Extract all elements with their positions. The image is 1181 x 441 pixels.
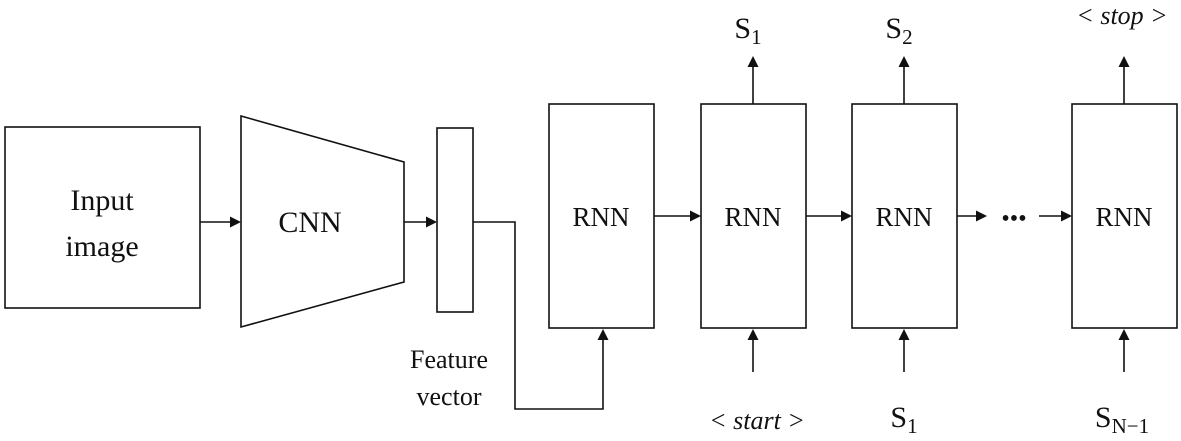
input-image-label-line1: Input: [70, 184, 134, 217]
output-s1-sub: 1: [751, 25, 762, 49]
feature-vector-block: [436, 127, 474, 313]
arrowhead-rnn1-to-rnn2: [690, 210, 701, 222]
arrowhead-input-rnnN: [1118, 329, 1130, 340]
arrowhead-output-rnnN: [1118, 56, 1130, 67]
input-sn1-sub: N−1: [1112, 414, 1150, 438]
input-s1-base: S: [890, 401, 907, 434]
output-s1-base: S: [734, 12, 751, 45]
connector-feature-to-rnn1: [473, 221, 604, 410]
arrowhead-input-rnn3: [898, 329, 910, 340]
arrowhead-cnn-to-feature: [426, 216, 437, 228]
arrowhead-rnn3-to-ellipsis: [976, 210, 987, 222]
cnn-label: CNN: [278, 206, 341, 239]
arrowhead-input-rnn2: [747, 329, 759, 340]
rnn-block-n: [1071, 103, 1178, 329]
input-label-start: < start >: [709, 406, 805, 435]
rnn-block-2: [700, 103, 807, 329]
output-s2-sub: 2: [902, 25, 913, 49]
rnn-label-3: RNN: [875, 202, 932, 232]
input-image-label-line2: image: [65, 230, 138, 263]
arrowhead-rnn2-to-rnn3: [841, 210, 852, 222]
rnn-block-3: [851, 103, 958, 329]
arrowhead-input-to-cnn: [230, 216, 241, 228]
rnn-label-2: RNN: [724, 202, 781, 232]
output-label-s2: S2: [885, 12, 912, 49]
ellipsis: •••: [1001, 206, 1026, 232]
feature-vector-label-line1: Feature: [410, 345, 488, 374]
arrowhead-output-rnn3: [898, 56, 910, 67]
input-label-s1: S1: [890, 401, 917, 438]
input-image-box: [4, 126, 201, 309]
input-label-sn1: SN−1: [1095, 401, 1149, 438]
arrowhead-output-rnn2: [747, 56, 759, 67]
rnn-label-n: RNN: [1095, 202, 1152, 232]
input-sn1-base: S: [1095, 401, 1112, 434]
output-s2-base: S: [885, 12, 902, 45]
input-s1-sub: 1: [907, 414, 918, 438]
feature-vector-label-line2: vector: [417, 382, 482, 411]
rnn-block-1: [548, 103, 655, 329]
arrowhead-ellipsis-to-rnnN: [1061, 210, 1072, 222]
arrowhead-feature-to-rnn1: [597, 329, 609, 340]
output-label-s1: S1: [734, 12, 761, 49]
output-label-stop: < stop >: [1076, 1, 1167, 30]
cnn-block: [240, 114, 405, 329]
rnn-label-1: RNN: [572, 202, 629, 232]
